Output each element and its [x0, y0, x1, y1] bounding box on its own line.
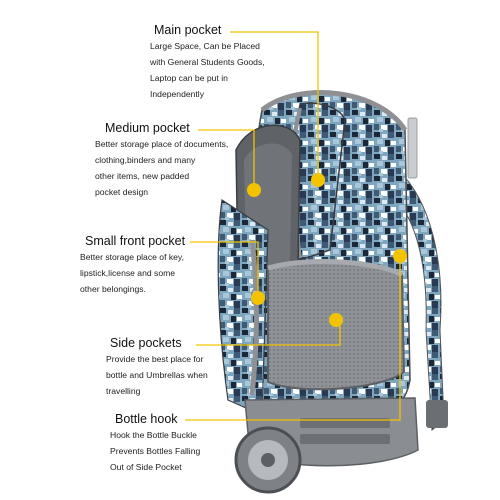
callout-title: Medium pocket: [105, 121, 190, 135]
callout-title: Small front pocket: [85, 234, 186, 248]
callout-description: Provide the best place for bottle and Um…: [106, 354, 208, 396]
callout-title: Bottle hook: [115, 412, 178, 426]
callout-title: Main pocket: [154, 23, 222, 37]
wheel: [234, 426, 302, 494]
callout-description: Large Space, Can be Placed with General …: [150, 41, 265, 99]
callout-dots: [247, 173, 407, 327]
callout-bottle-hook: Bottle hook Hook the Bottle Buckle Preve…: [110, 412, 200, 475]
callout-lines: [185, 31, 401, 421]
callout-description: Better storage place of documents, cloth…: [95, 139, 229, 197]
callout-main-pocket: Main pocket Large Space, Can be Placed w…: [150, 23, 265, 102]
callout-description: Hook the Bottle Buckle Prevents Bottles …: [110, 430, 201, 472]
callout-description: Better storage place of key, lipstick,li…: [80, 252, 184, 294]
callout-small-front-pocket: Small front pocket Better storage place …: [80, 234, 186, 297]
front-camo-panel: [217, 198, 269, 416]
callout-title: Side pockets: [110, 336, 182, 350]
callout-side-pockets: Side pockets Provide the best place for …: [106, 336, 208, 399]
callout-medium-pocket: Medium pocket Better storage place of do…: [95, 121, 228, 200]
